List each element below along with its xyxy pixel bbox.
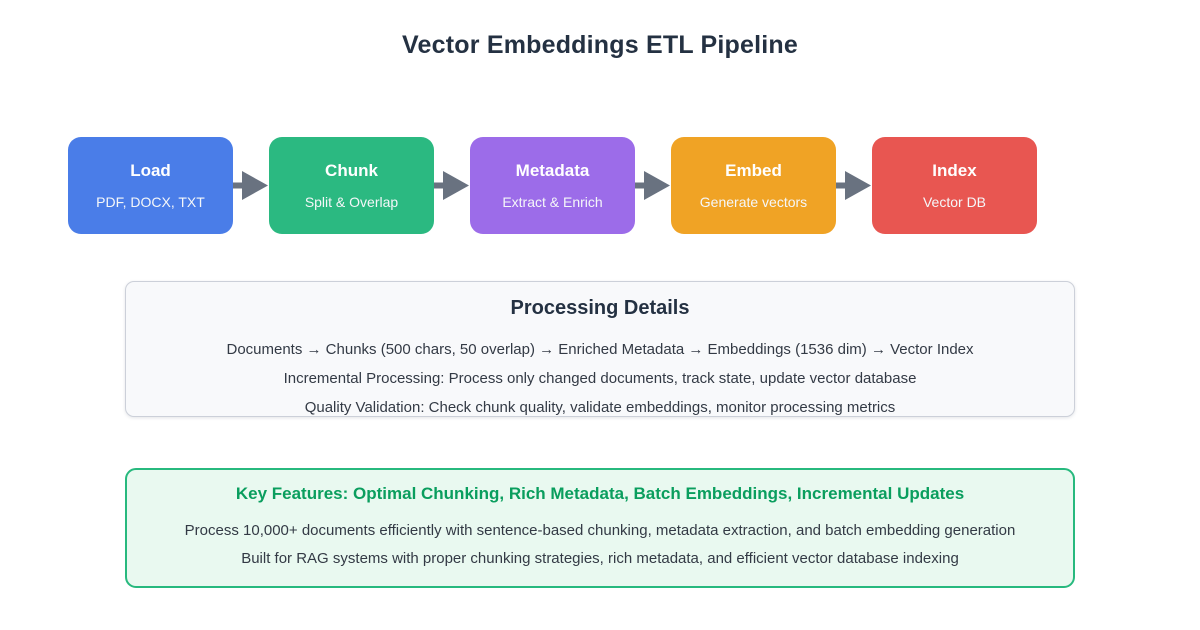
- stage-subtitle: Vector DB: [922, 194, 987, 210]
- stage-title: Metadata: [515, 161, 590, 180]
- stage-title: Index: [932, 161, 977, 180]
- stage-subtitle: PDF, DOCX, TXT: [96, 194, 205, 210]
- stage-title: Embed: [725, 161, 782, 180]
- key-features-line-2: Built for RAG systems with proper chunki…: [241, 550, 959, 567]
- arrow-right-icon: [434, 137, 470, 234]
- processing-details-heading: Processing Details: [510, 297, 690, 319]
- stage-node-index: Index Vector DB: [872, 137, 1037, 234]
- stage-subtitle: Extract & Enrich: [502, 194, 603, 210]
- processing-details-panel: Processing Details Documents → Chunks (5…: [125, 281, 1075, 417]
- key-features-heading: Key Features: Optimal Chunking, Rich Met…: [235, 484, 965, 503]
- arrow-right-icon: [635, 137, 671, 234]
- key-features-line-1: Process 10,000+ documents efficiently wi…: [184, 522, 1016, 539]
- stage-node-embed: Embed Generate vectors: [671, 137, 836, 234]
- arrow-right-icon: [836, 137, 872, 234]
- quality-validation-line: Quality Validation: Check chunk quality,…: [304, 399, 896, 416]
- stage-subtitle: Generate vectors: [699, 194, 808, 210]
- processing-flow-line: Documents → Chunks (500 chars, 50 overla…: [226, 341, 974, 358]
- page-title: Vector Embeddings ETL Pipeline: [402, 31, 798, 59]
- pipeline-row: Load PDF, DOCX, TXT Chunk Split & Overla…: [68, 137, 1037, 234]
- incremental-processing-line: Incremental Processing: Process only cha…: [283, 370, 917, 387]
- stage-node-load: Load PDF, DOCX, TXT: [68, 137, 233, 234]
- stage-node-chunk: Chunk Split & Overlap: [269, 137, 434, 234]
- stage-node-metadata: Metadata Extract & Enrich: [470, 137, 635, 234]
- stage-title: Load: [130, 161, 171, 180]
- stage-title: Chunk: [325, 161, 378, 180]
- key-features-panel: Key Features: Optimal Chunking, Rich Met…: [125, 468, 1075, 588]
- stage-subtitle: Split & Overlap: [304, 194, 399, 210]
- arrow-right-icon: [233, 137, 269, 234]
